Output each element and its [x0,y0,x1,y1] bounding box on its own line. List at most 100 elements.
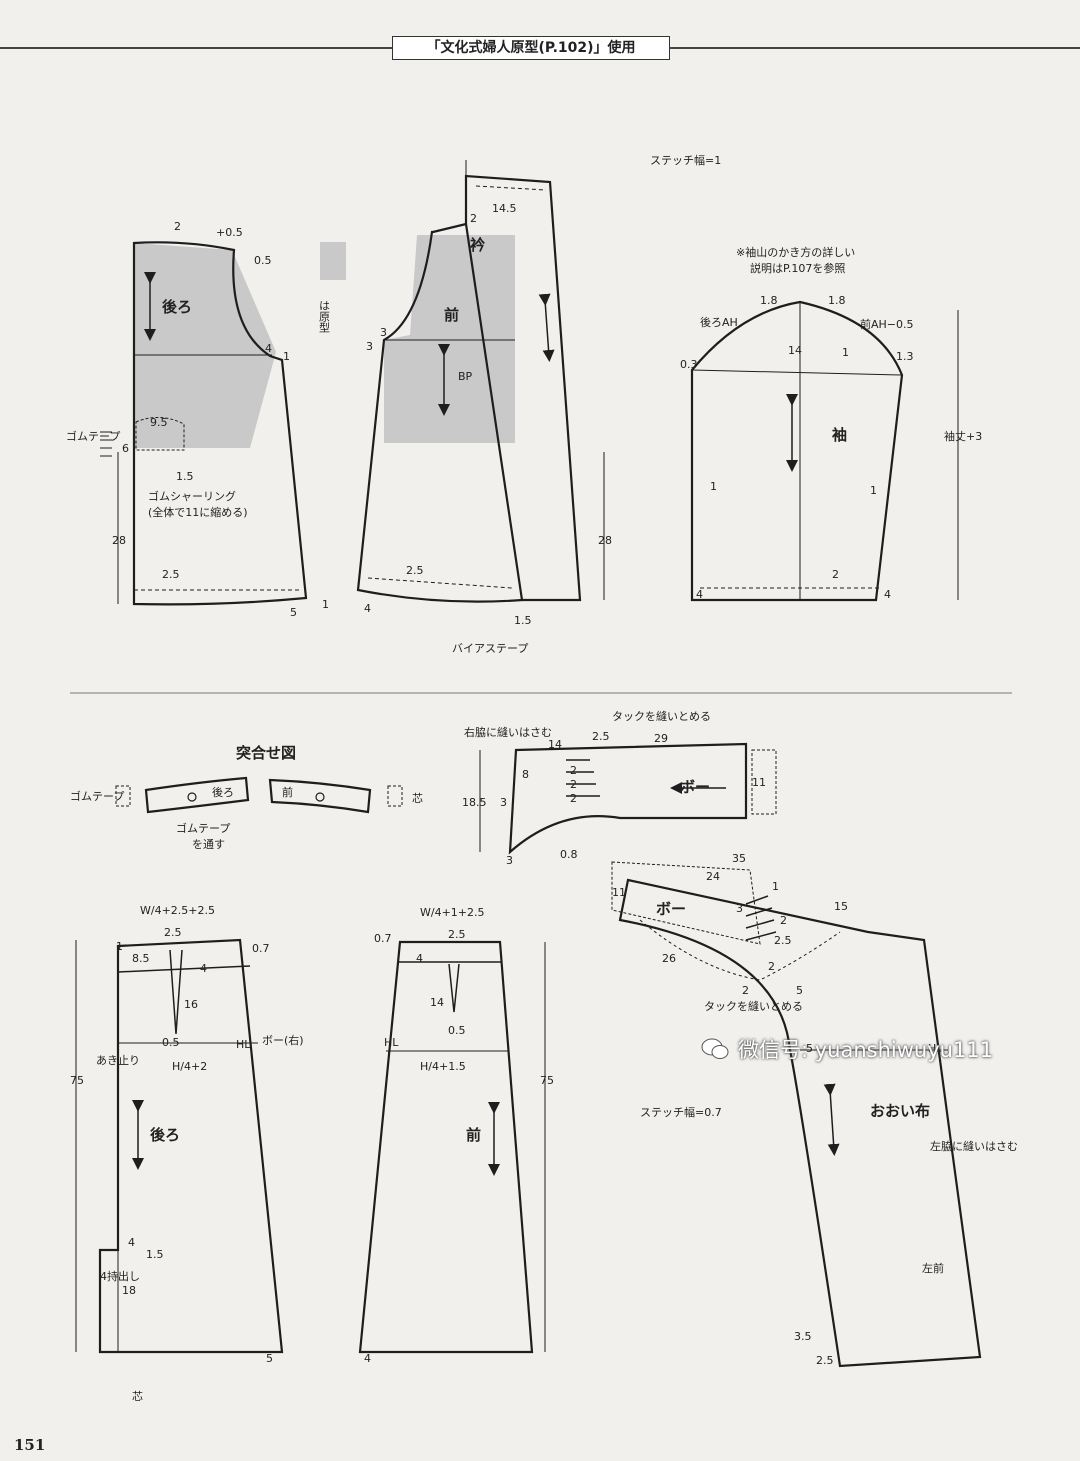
dimension-label: 26 [662,952,676,965]
page-number: 151 [14,1436,46,1454]
dimension-label: 2.5 [816,1354,834,1367]
dimension-label: 2 [570,792,577,805]
dimension-label: 3 [380,326,387,339]
dimension-label: +0.5 [216,226,243,239]
dimension-label: 2 [470,212,477,225]
dimension-label: 0.7 [252,942,270,955]
front-bodice-title: 前 [444,306,459,324]
front-dart [448,963,460,1013]
dimension-label: 2.5 [164,926,182,939]
dimension-label: 0.7 [374,932,392,945]
dimension-label: 1.5 [146,1248,164,1261]
dimension-label: 11 [612,886,626,899]
dimension-label: 6 [122,442,129,455]
dimension-label: 29 [654,732,668,745]
dimension-label: 1 [772,880,779,893]
dimension-label: 後ろ [212,785,234,799]
legend-label: は原型 [318,300,331,333]
dimension-label: 9.5 [150,416,168,429]
dimension-label: 4 [696,588,703,601]
dimension-label: タックを縫いとめる [704,999,803,1013]
watermark: 微信号: yuanshiwuyu111 [700,1034,993,1064]
back-sloper-fill [134,243,276,448]
dimension-label: 5 [806,1042,813,1055]
dimension-label: 75 [540,1074,554,1087]
dimension-label: 4 [265,342,272,355]
dimension-label: 75 [70,1074,84,1087]
dimension-label: あき止り [96,1054,140,1067]
header-rule-right [668,47,1080,49]
dimension-label: 4 [364,1352,371,1365]
dimension-label: 0.5 [254,254,272,267]
dimension-label: 前AH−0.5 [860,317,914,331]
dimension-label: 24 [706,870,720,883]
dimension-label: 2 [832,568,839,581]
dimension-label: 芯 [412,791,423,805]
dimension-label: 左前 [922,1261,944,1275]
header-rule-left [0,47,392,49]
front-sloper-fill [384,235,515,443]
dimension-label: 1.5 [176,470,194,483]
dimension-label: 35 [732,852,746,865]
dimension-label: を通す [192,838,225,851]
dimension-label: ゴムテープ [70,789,124,803]
dimension-label: W/4+1+2.5 [420,906,485,919]
dimension-label: ゴムシャーリング [148,489,236,503]
dimension-label: 1.5 [514,614,532,627]
elastic-label: ゴムテープ [66,429,120,443]
dimension-label: 4 [884,588,891,601]
dimension-label: 1 [322,598,329,611]
sleeve-length-label: 袖丈+3 [944,429,982,443]
skirt-front-title: 前 [466,1126,481,1144]
dimension-label: 右脇に縫いはさむ [464,725,552,739]
dimension-label: H/4+1.5 [420,1060,466,1073]
stitch-width-top: ステッチ幅=1 [650,154,721,167]
bow-top-title: ボー [680,778,710,796]
dimension-label: 5 [796,984,803,997]
dimension-label: 5 [266,1352,273,1365]
header-title: 「文化式婦人原型(P.102)」使用 [392,36,670,60]
dimension-label: 3.5 [794,1330,812,1343]
dimension-label: 2 [570,778,577,791]
dimension-label: 芯 [132,1389,143,1403]
dimension-label: 2.5 [774,934,792,947]
dimension-label: 28 [112,534,126,547]
wechat-icon [701,1038,729,1059]
back-bodice-title: 後ろ [161,298,192,316]
overlay-cloth-outline [618,878,982,1368]
dimension-label: 1 [283,350,290,363]
sleeve-outline [690,300,904,602]
overlay-title: おおい布 [870,1102,930,1120]
dimension-label: 0.3 [680,358,698,371]
dimension-label: 1.8 [760,294,778,307]
dimension-label: 1 [116,940,123,953]
dimension-label: 0.5 [162,1036,180,1049]
dimension-label: 3 [506,854,513,867]
dimension-label: 左脇に縫いはさむ [930,1139,1018,1153]
dimension-label: 4 [200,962,207,975]
dimension-label: 14 [430,996,444,1009]
sloper-legend-swatch [320,242,346,280]
dimension-label: 3 [500,796,507,809]
dimension-label: 14 [788,344,802,357]
dimension-label: 2 [780,914,787,927]
dimension-label: 4 [128,1236,135,1249]
dimension-label: 0.5 [448,1024,466,1037]
overlay-bow-title: ボー [656,900,686,918]
dimension-label: 28 [598,534,612,547]
collar-label: 衿 [470,236,485,254]
back-bodice-outline [132,241,308,606]
dimension-label: 4 [416,952,423,965]
dimension-label: は原型 [318,300,331,333]
dimension-label: 8 [522,768,529,781]
sleeve-title: 袖 [832,426,847,444]
dimension-label: 0.8 [560,848,578,861]
back-dart [169,949,183,1035]
dimension-label: ゴムテープ [176,821,230,835]
dimension-label: 14.5 [492,202,517,215]
front-bodice-outline [356,222,524,603]
dimension-label: 18.5 [462,796,487,809]
dimension-label: 1 [710,480,717,493]
dimension-label: W/4+2.5+2.5 [140,904,215,917]
dimension-label: 1.8 [828,294,846,307]
